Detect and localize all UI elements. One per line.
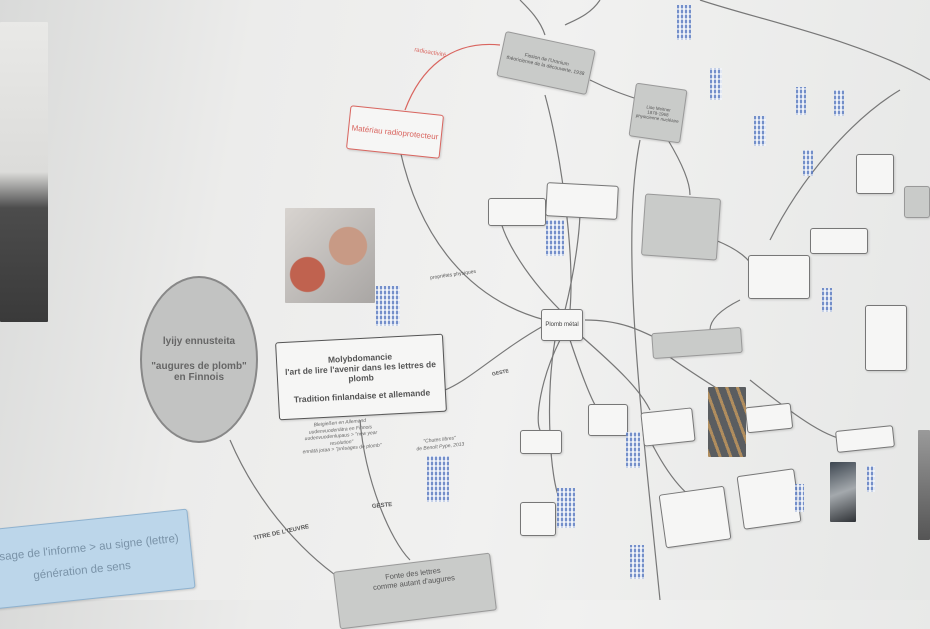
qr-code[interactable]	[834, 90, 844, 116]
wall-photo-left	[0, 22, 48, 322]
qr-code[interactable]	[796, 87, 806, 115]
finnish-line3: en Finnois	[174, 372, 224, 383]
qr-code[interactable]	[376, 286, 400, 326]
lead-metal-text: Plomb métal	[545, 322, 579, 328]
qr-code[interactable]	[822, 288, 832, 312]
node-alloys[interactable]	[545, 182, 619, 220]
node-meitner[interactable]: Lise Meitner 1878-1968 physicienne nuclé…	[628, 82, 688, 144]
link-radio-lead	[399, 149, 546, 321]
finnish-line2: "augures de plomb"	[151, 361, 247, 372]
node-lead-metal[interactable]: Plomb métal	[541, 309, 583, 341]
node-right-2[interactable]	[865, 305, 907, 371]
node-grey-options[interactable]	[640, 193, 722, 261]
link-lead-molybdo	[444, 324, 546, 391]
qr-code[interactable]	[710, 68, 722, 100]
node-right-1[interactable]	[810, 228, 868, 254]
link-radioactivity	[404, 43, 501, 111]
connector-lines	[229, 0, 930, 600]
qr-code[interactable]	[867, 466, 875, 492]
qr-code[interactable]	[795, 484, 804, 512]
wall-photo-right	[918, 430, 930, 540]
node-right-3[interactable]	[856, 154, 894, 194]
qr-code[interactable]	[630, 545, 644, 579]
node-typography[interactable]	[640, 407, 696, 447]
link-molybdo-casting	[359, 419, 411, 561]
node-lead-type[interactable]	[744, 402, 794, 434]
node-small-1[interactable]	[588, 404, 628, 436]
link-circle-casting	[229, 439, 351, 586]
qr-code[interactable]	[677, 5, 691, 40]
qr-code[interactable]	[754, 116, 766, 146]
qr-code[interactable]	[557, 488, 575, 528]
qr-code[interactable]	[427, 456, 449, 502]
qr-code[interactable]	[546, 220, 564, 256]
photo-lead-figure	[285, 208, 375, 303]
photo-molten-lead	[830, 462, 856, 522]
node-radioprotective-text: Matériau radioprotecteur	[351, 122, 439, 142]
qr-code[interactable]	[626, 432, 640, 468]
node-bottom-2[interactable]	[736, 468, 802, 530]
node-bottom-1[interactable]	[658, 485, 732, 549]
node-applications[interactable]	[520, 430, 562, 454]
photo-scaffold	[708, 387, 746, 457]
qr-code[interactable]	[803, 150, 813, 176]
node-molybdomancy[interactable]: Molybdomancie l'art de lire l'avenir dan…	[275, 333, 447, 421]
finnish-line1: lyijy ennusteita	[162, 336, 236, 347]
node-finnish-circle[interactable]: lyijy ennusteita "augures de plomb" en F…	[140, 276, 258, 443]
node-right-grey[interactable]	[904, 186, 930, 218]
node-methods[interactable]	[748, 255, 810, 299]
node-environment[interactable]	[488, 198, 546, 226]
node-regulation[interactable]	[520, 502, 556, 536]
